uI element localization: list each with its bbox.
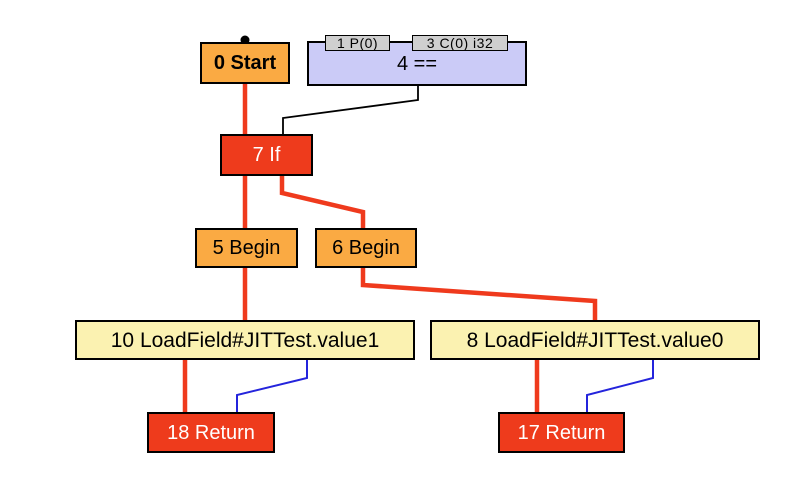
node-start[interactable]: 0 Start [200, 42, 290, 84]
node-label: 6 Begin [332, 237, 400, 259]
edge-if7-begin6-control [279, 176, 366, 228]
node-begin6[interactable]: 6 Begin [315, 228, 417, 268]
edge-eq4-if7-condition [282, 86, 419, 134]
node-label: 3 C(0) i32 [426, 35, 494, 51]
node-label: 7 If [252, 144, 281, 166]
node-load10[interactable]: 10 LoadField#JITTest.value1 [75, 320, 415, 360]
node-label: 10 LoadField#JITTest.value1 [110, 328, 380, 352]
node-slot-1[interactable]: 1 P(0) [325, 35, 390, 51]
edge-load10-return18-data [236, 360, 308, 412]
node-label: 4 == [396, 52, 438, 75]
node-if7[interactable]: 7 If [220, 134, 313, 176]
node-slot-3[interactable]: 3 C(0) i32 [412, 35, 508, 51]
node-label: 17 Return [517, 421, 606, 444]
node-return18[interactable]: 18 Return [147, 412, 275, 453]
node-label: 5 Begin [212, 237, 281, 259]
node-label: 8 LoadField#JITTest.value0 [466, 328, 724, 352]
edge-load8-return17-data [586, 360, 654, 412]
edge-begin6-load8-control [360, 268, 598, 320]
node-return17[interactable]: 17 Return [498, 412, 625, 453]
node-label: 18 Return [167, 421, 255, 444]
node-begin5[interactable]: 5 Begin [195, 228, 298, 268]
node-label: 0 Start [213, 52, 277, 74]
node-label: 1 P(0) [336, 35, 379, 51]
node-load8[interactable]: 8 LoadField#JITTest.value0 [430, 320, 760, 360]
